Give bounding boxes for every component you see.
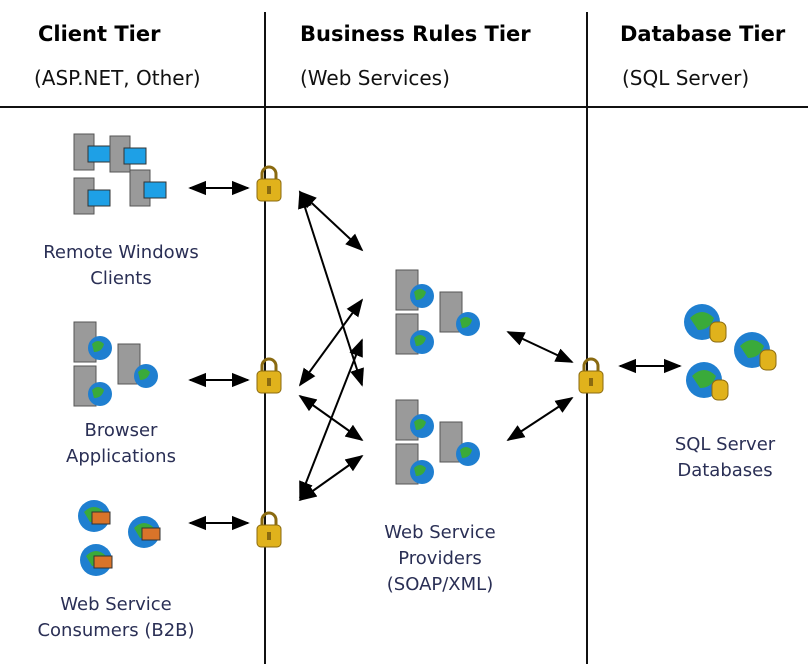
arrow-lock3-top: [299, 338, 363, 500]
padlock-icon: [256, 357, 282, 394]
server-globe-icon: [395, 399, 480, 485]
business-tier-subtitle: (Web Services): [300, 66, 450, 90]
globe-database-icon: [684, 304, 777, 401]
tier-divider-client-business: [264, 12, 266, 664]
arrow-lock3-bottom: [298, 454, 364, 502]
padlock-icon: [256, 165, 282, 202]
database-tier-subtitle: (SQL Server): [622, 66, 750, 90]
padlock-icon: [256, 511, 282, 548]
server-globe-icon: [73, 321, 158, 407]
padlock-icon: [578, 357, 604, 394]
client-tier-title: Client Tier: [38, 22, 161, 46]
database-tier-title: Database Tier: [620, 22, 786, 46]
header-divider: [0, 106, 808, 108]
arrow-provider-bottom-lock: [506, 397, 574, 441]
desktop-computers-icon: [73, 133, 167, 215]
server-globe-icon: [395, 269, 480, 355]
business-tier-title: Business Rules Tier: [300, 22, 531, 46]
globe-consumer-icon: [78, 500, 161, 576]
tier-divider-business-database: [586, 12, 588, 664]
arrow-lock2-top: [298, 298, 364, 387]
client-tier-subtitle: (ASP.NET, Other): [34, 66, 201, 90]
arrow-provider-top-lock: [506, 331, 574, 363]
